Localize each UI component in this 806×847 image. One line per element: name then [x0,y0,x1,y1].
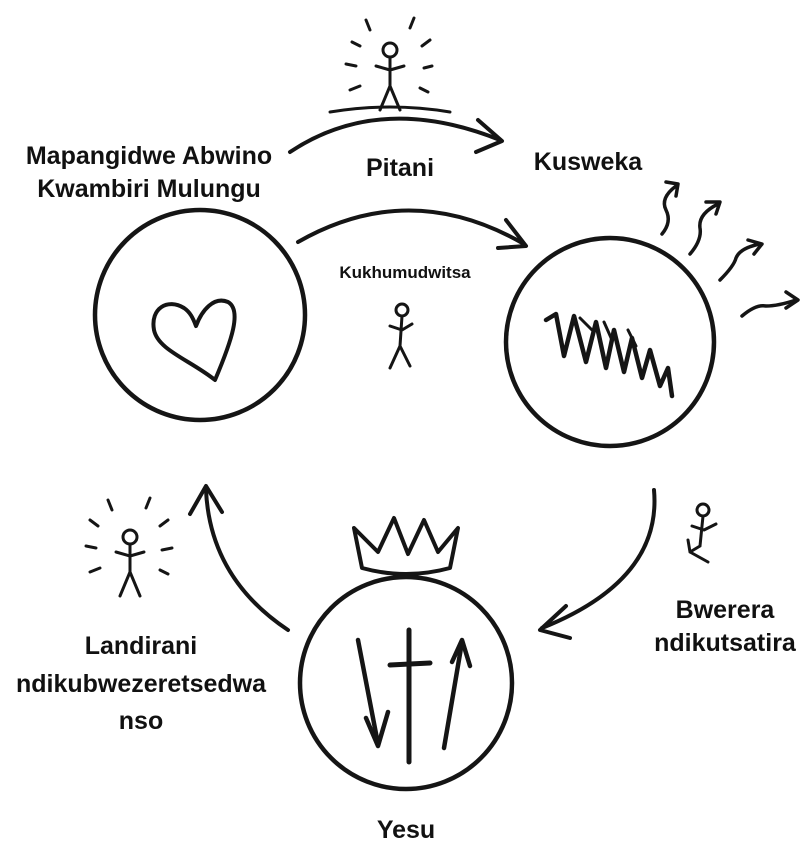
bwerera-label: Bwerera ndikutsatira [650,594,800,660]
landirani-label: Landirani ndikubwezeretsedwa nso [0,628,282,741]
plan-label: Mapangidwe Abwino Kwambiri Mulungu [8,140,290,206]
plan-label-line2: Kwambiri Mulungu [37,175,261,203]
brokenness-circle [503,235,717,449]
kukhumudwitsa-arrow [296,208,528,250]
bwerera-label-line2: ndikutsatira [654,629,796,657]
bwerera-label-line1: Bwerera [675,596,775,624]
god-design-circle [92,207,308,423]
landirani-arrow [188,484,290,632]
escaping-arrows-icon [660,180,800,318]
heart-icon [151,298,237,382]
crown-icon [352,516,460,576]
kneeling-stick-figure-icon [686,502,718,564]
zigzag-scribble-icon [543,311,675,399]
cross-icon [387,627,433,765]
yesu-label: Yesu [376,816,436,844]
bwerera-arrow [538,488,657,640]
jesus-circle [297,574,515,792]
plan-label-line1: Mapangidwe Abwino [25,142,273,170]
landirani-label-line3: nso [118,707,164,735]
landirani-label-line2: ndikubwezeretsedwa [15,669,267,698]
down-arrow-icon [355,637,391,749]
kusweka-label: Kusweka [533,148,643,176]
radiant-stick-figure-icon [328,16,452,114]
walking-stick-figure-icon [388,302,414,370]
pitani-arrow [288,116,504,154]
landirani-label-line1: Landirani [84,632,198,660]
up-arrow-icon [441,637,473,751]
kukhumudwitsa-label: Kukhumudwitsa [339,263,471,282]
pitani-label: Pitani [365,154,435,182]
radiant-stick-figure-icon [84,496,174,598]
